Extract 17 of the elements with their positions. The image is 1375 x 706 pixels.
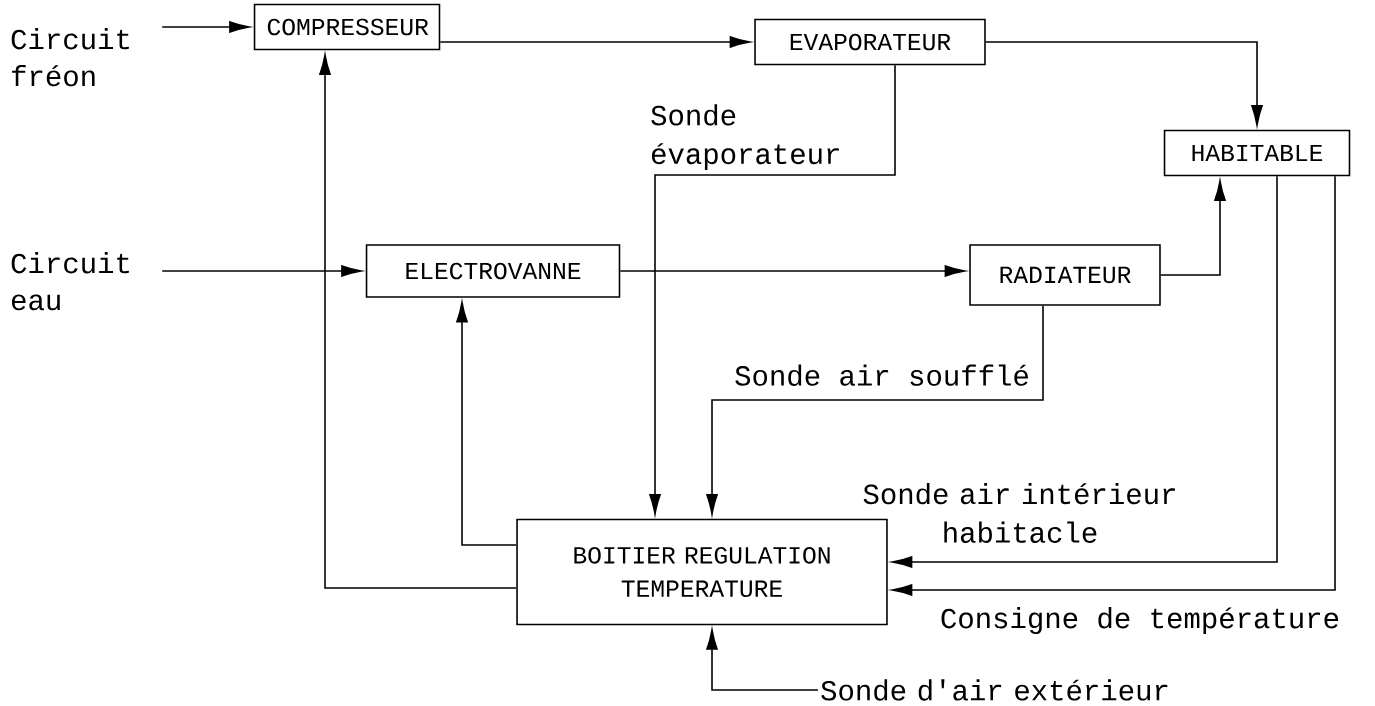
- arrow: [891, 175, 1336, 596]
- process-box: RADIATEUR: [969, 244, 1161, 306]
- edge-label: Sonde évaporateur: [651, 104, 839, 170]
- process-box: BOITIER REGULATION TEMPERATURE: [516, 518, 888, 626]
- input-label: Sonde d'air extérieur: [821, 679, 1168, 701]
- arrow: [619, 265, 966, 277]
- process-box: EVAPORATEUR: [754, 18, 986, 66]
- input-label: Circuit fréon: [11, 28, 129, 87]
- arrow: [456, 301, 518, 546]
- arrow: [439, 36, 751, 48]
- edge-label: Consigne de température: [941, 607, 1339, 635]
- process-box: ELECTROVANNE: [365, 244, 621, 298]
- process-box: COMPRESSEUR: [253, 3, 441, 51]
- input-label: Circuit eau: [11, 252, 129, 311]
- process-box: HABITABLE: [1163, 129, 1351, 177]
- arrow: [891, 175, 1278, 568]
- edge-label: Sonde air soufflé: [735, 364, 1028, 386]
